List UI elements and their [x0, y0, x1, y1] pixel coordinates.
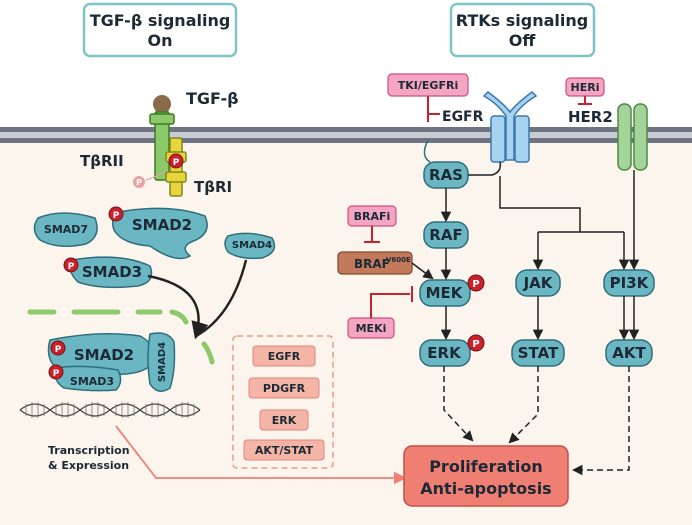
braf-v600e-box: BRAF V600E — [337, 251, 413, 275]
complex-smad2-phosphate-icon — [50, 340, 66, 356]
tgf-beta-label: TGF-β — [186, 89, 239, 108]
svg-text:PDGFR: PDGFR — [263, 382, 306, 395]
smad3-blob: P SMAD3 — [63, 256, 153, 289]
target-erk — [259, 409, 309, 431]
erk-node: ERK P — [419, 334, 485, 367]
transcription-label: Transcription — [48, 444, 130, 457]
svg-text:SMAD3: SMAD3 — [82, 263, 142, 281]
tbrii-receptor — [154, 111, 170, 181]
right-panel-title: RTKs signaling Off — [449, 2, 596, 58]
raf-node: RAF — [423, 221, 469, 249]
svg-text:RAS: RAS — [429, 166, 463, 184]
right-title-line2: Off — [509, 31, 537, 50]
left-title-line2: On — [148, 31, 173, 50]
svg-text:EGFR: EGFR — [268, 350, 301, 363]
svg-text:BRAFi: BRAFi — [354, 210, 391, 223]
mek-inhibitor-box: MEKi — [347, 317, 395, 339]
egfr-label: EGFR — [442, 109, 484, 125]
svg-text:HERi: HERi — [571, 81, 600, 94]
erk-phosphate-icon — [467, 334, 485, 352]
smad3-to-complex-arrow — [147, 274, 209, 340]
svg-text:P: P — [53, 369, 60, 379]
outcome-line1: Proliferation — [429, 457, 543, 476]
smad4-to-complex-arrow — [195, 259, 248, 338]
expression-label: & Expression — [48, 459, 129, 472]
svg-text:P: P — [68, 262, 75, 272]
svg-text:RAF: RAF — [429, 226, 462, 244]
tgf-beta-ligand — [153, 95, 171, 113]
nuclear-envelope — [27, 309, 215, 365]
svg-text:JAK: JAK — [523, 274, 554, 292]
smad-complex: P P SMAD2 SMAD3 SMAD4 — [47, 332, 176, 392]
smad2-phosphate-icon — [108, 206, 124, 222]
svg-text:SMAD4: SMAD4 — [232, 240, 272, 251]
svg-text:SMAD7: SMAD7 — [44, 223, 88, 236]
svg-text:P: P — [173, 158, 180, 168]
svg-text:AKT: AKT — [612, 344, 646, 362]
tbrii-label: TβRII — [80, 152, 124, 170]
transcription-to-outcome-arrow — [115, 425, 407, 485]
left-panel-title: TGF-β signaling On — [82, 2, 238, 58]
tbri-label: TβRI — [194, 178, 232, 196]
right-title-line1: RTKs signaling — [456, 11, 588, 30]
target-genes-box: EGFR PDGFR ERK AKT/STAT — [232, 335, 334, 469]
rtk-arrows — [411, 161, 640, 341]
svg-text:TKI/EGFRi: TKI/EGFRi — [398, 79, 458, 92]
pi3k-node: PI3K — [603, 269, 655, 297]
jak-node: JAK — [515, 269, 561, 297]
mek-inhibition-line — [370, 293, 410, 318]
egfr-inhibitor-box: TKI/EGFRi — [387, 73, 469, 97]
smad7-blob: SMAD7 — [33, 212, 98, 247]
dna-icon — [19, 402, 201, 418]
smad4-blob: SMAD4 — [224, 232, 276, 260]
target-akt-stat — [243, 439, 325, 461]
released-phosphate-icon — [133, 176, 145, 188]
egfr-receptor-icon — [482, 91, 538, 163]
outcome-line2: Anti-apoptosis — [420, 479, 551, 498]
mek-phosphate-icon — [467, 274, 485, 292]
mek-node: MEK P — [419, 274, 485, 307]
stat-node: STAT — [511, 339, 565, 367]
svg-text:PI3K: PI3K — [610, 274, 650, 292]
svg-text:P: P — [55, 345, 62, 355]
complex-smad2-label: SMAD2 — [74, 346, 134, 364]
receptor-phosphate-icon — [168, 153, 184, 169]
braf-inhibitor-box: BRAFi — [347, 205, 397, 227]
tgf-receptor-complex: P P TGF-β TβRII TβRI — [80, 89, 239, 197]
svg-text:SMAD2: SMAD2 — [132, 216, 192, 234]
ras-node: RAS — [423, 161, 469, 189]
her-inhibitor-box: HERi — [565, 77, 605, 97]
left-title-line1: TGF-β signaling — [90, 11, 231, 30]
svg-text:P: P — [113, 211, 120, 221]
svg-text:P: P — [472, 279, 479, 290]
her2-receptor-icon — [617, 103, 648, 171]
egfr-inhibition-line — [427, 96, 440, 115]
svg-text:STAT: STAT — [518, 344, 559, 362]
svg-text:ERK: ERK — [272, 414, 297, 427]
smad2-blob: P SMAD2 — [108, 206, 208, 260]
complex-smad3-phosphate-icon — [48, 364, 64, 380]
svg-text:ERK: ERK — [427, 344, 462, 362]
svg-text:MEKi: MEKi — [356, 322, 387, 335]
akt-node: AKT — [605, 339, 653, 367]
target-egfr — [252, 345, 316, 367]
svg-text:AKT/STAT: AKT/STAT — [255, 444, 314, 457]
svg-text:MEK: MEK — [426, 284, 464, 302]
smad3-phosphate-icon — [63, 257, 79, 273]
svg-text:P: P — [136, 178, 142, 187]
outcome-dashed-arrows — [443, 366, 630, 476]
svg-text:V600E: V600E — [386, 256, 411, 264]
svg-text:BRAF: BRAF — [354, 257, 390, 271]
svg-text:P: P — [472, 339, 479, 350]
outcome-box: Proliferation Anti-apoptosis — [403, 445, 569, 507]
cell-membrane — [0, 127, 692, 143]
complex-smad4-label: SMAD4 — [157, 342, 168, 382]
complex-smad3-label: SMAD3 — [70, 375, 114, 388]
cytoplasm-background — [0, 138, 692, 525]
target-pdgfr — [248, 377, 320, 399]
her2-label: HER2 — [568, 108, 613, 126]
